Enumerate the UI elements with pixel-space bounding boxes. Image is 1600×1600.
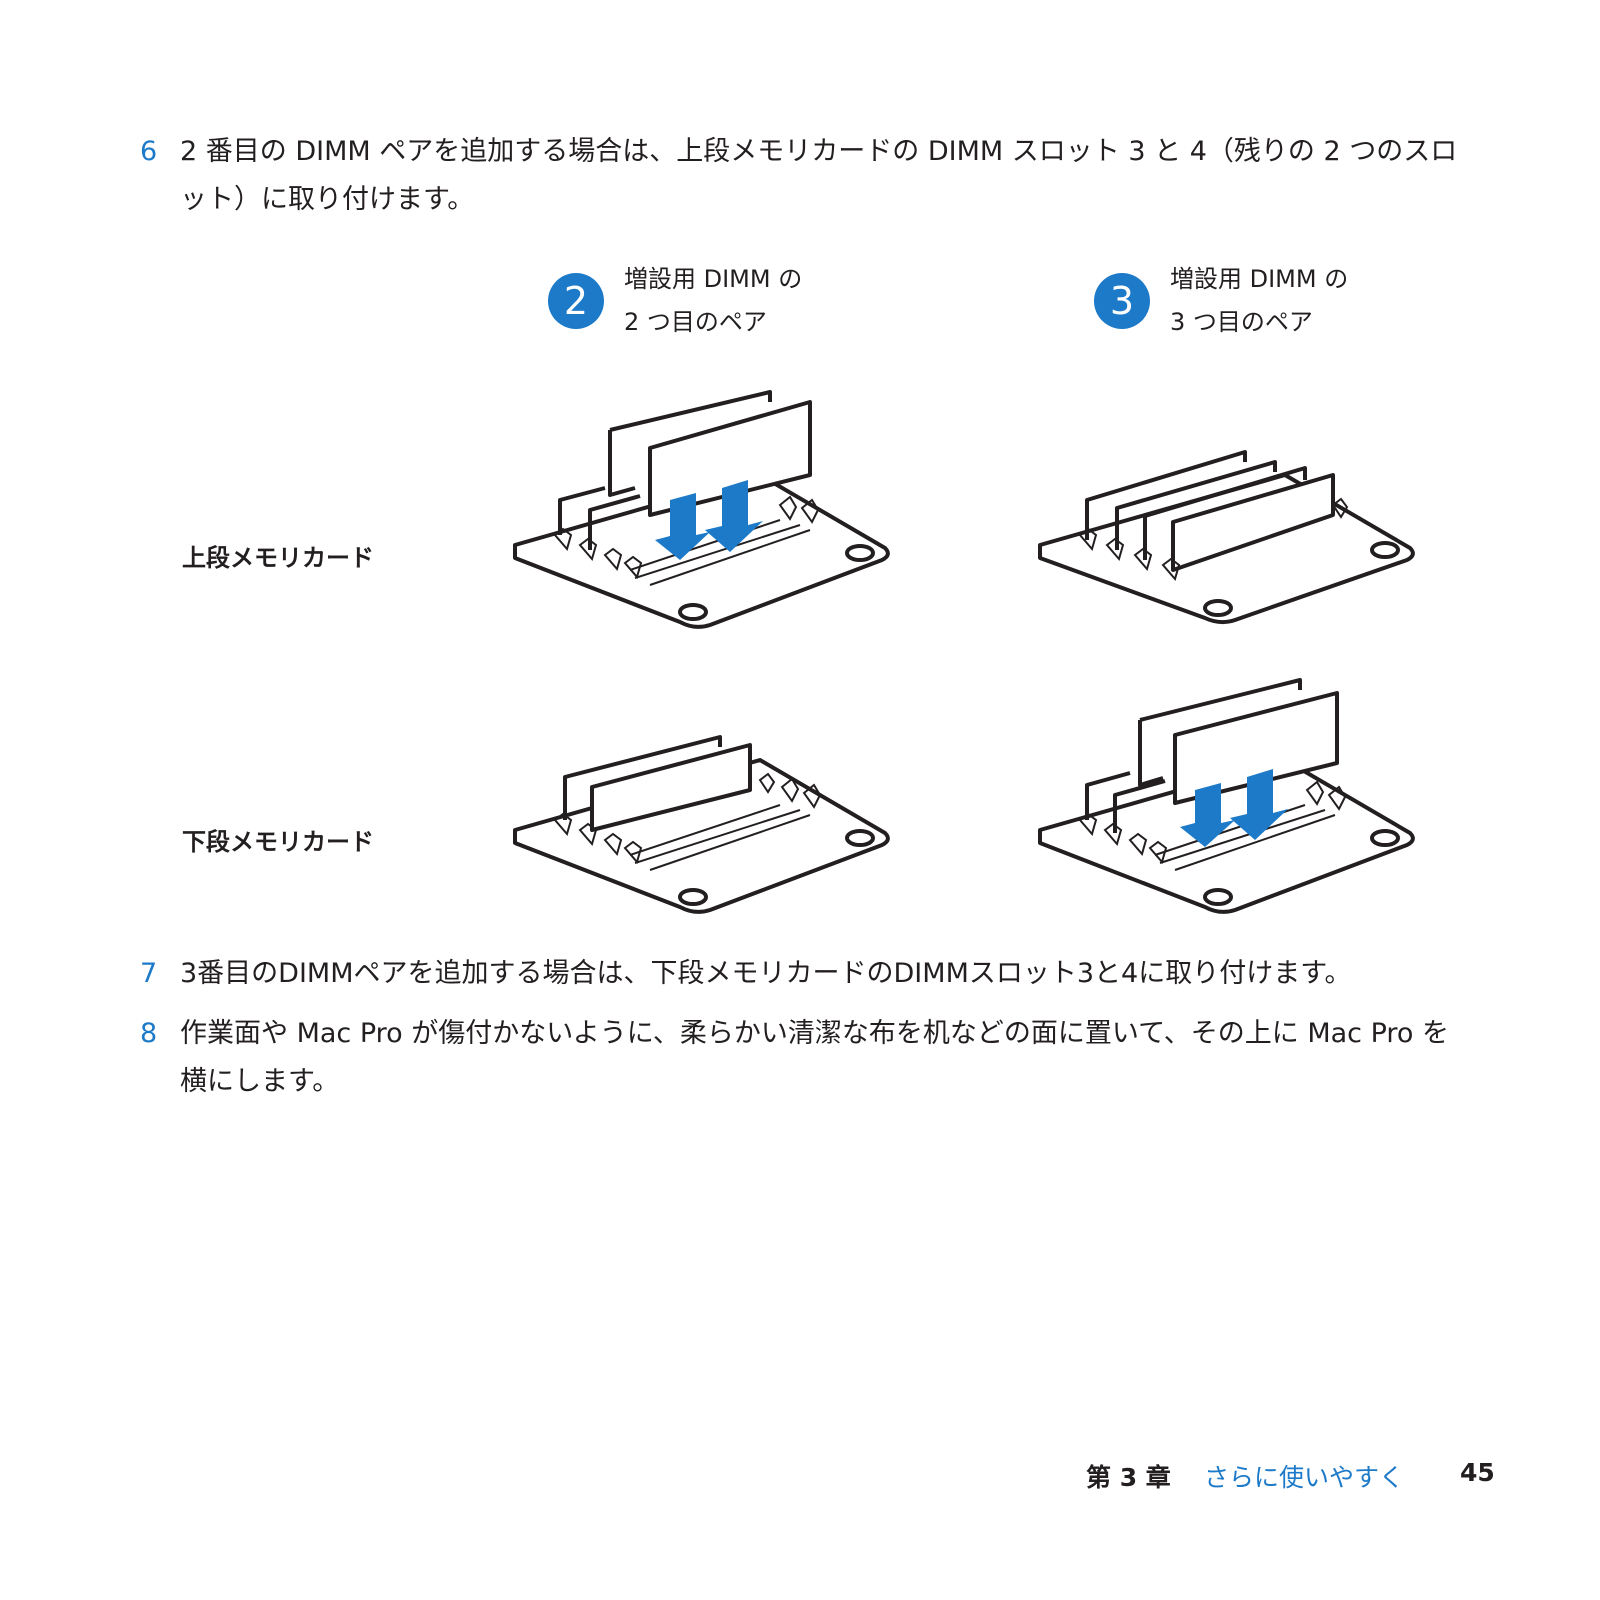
callout-caption-line1: 増設用 DIMM の — [624, 265, 803, 293]
down-arrow-icon — [655, 480, 763, 560]
callout-second-pair: 2 増設用 DIMM の 2 つ目のペア — [548, 258, 802, 344]
callout-caption-line2: 2 つ目のペア — [624, 308, 767, 336]
upper-card-label: 上段メモリカード — [182, 544, 374, 572]
callout-caption: 増設用 DIMM の 3 つ目のペア — [1170, 258, 1348, 344]
step-number: 8 — [140, 1018, 158, 1049]
page-number: 45 — [1460, 1458, 1495, 1487]
step-6: 6 2 番目の DIMM ペアを追加する場合は、上段メモリカードの DIMM ス… — [140, 128, 1470, 224]
callout-badge: 3 — [1094, 273, 1150, 329]
page-footer: 第 3 章 さらに使いやすく 45 — [1086, 1458, 1516, 1498]
step-8: 8 作業面や Mac Pro が傷付かないように、柔らかい清潔な布を机などの面に… — [140, 1010, 1470, 1106]
callout-caption-line2: 3 つ目のペア — [1170, 308, 1313, 336]
down-arrow-icon — [1180, 769, 1288, 847]
callout-caption-line1: 増設用 DIMM の — [1170, 265, 1349, 293]
upper-card-pair2-illustration — [513, 390, 890, 629]
lower-card-pair-illustration — [513, 735, 890, 914]
step-7: 7 3番目のDIMMペアを追加する場合は、下段メモリカードのDIMMスロット3と… — [140, 950, 1470, 998]
lower-card-pair3-illustration — [1038, 678, 1415, 914]
step-text: 3番目のDIMMペアを追加する場合は、下段メモリカードのDIMMスロット3と4に… — [180, 958, 1352, 989]
upper-card-full-illustration — [1038, 450, 1415, 625]
callout-third-pair: 3 増設用 DIMM の 3 つ目のペア — [1094, 258, 1348, 344]
step-number: 6 — [140, 136, 158, 167]
lower-card-label: 下段メモリカード — [182, 828, 374, 856]
step-text: 2 番目の DIMM ペアを追加する場合は、上段メモリカードの DIMM スロッ… — [180, 136, 1458, 215]
step-number: 7 — [140, 958, 158, 989]
chapter-title: さらに使いやすく — [1204, 1463, 1405, 1492]
step-text: 作業面や Mac Pro が傷付かないように、柔らかい清潔な布を机などの面に置い… — [180, 1018, 1450, 1097]
chapter-number: 第 3 章 — [1086, 1463, 1171, 1492]
callout-badge: 2 — [548, 273, 604, 329]
callout-caption: 増設用 DIMM の 2 つ目のペア — [624, 258, 802, 344]
